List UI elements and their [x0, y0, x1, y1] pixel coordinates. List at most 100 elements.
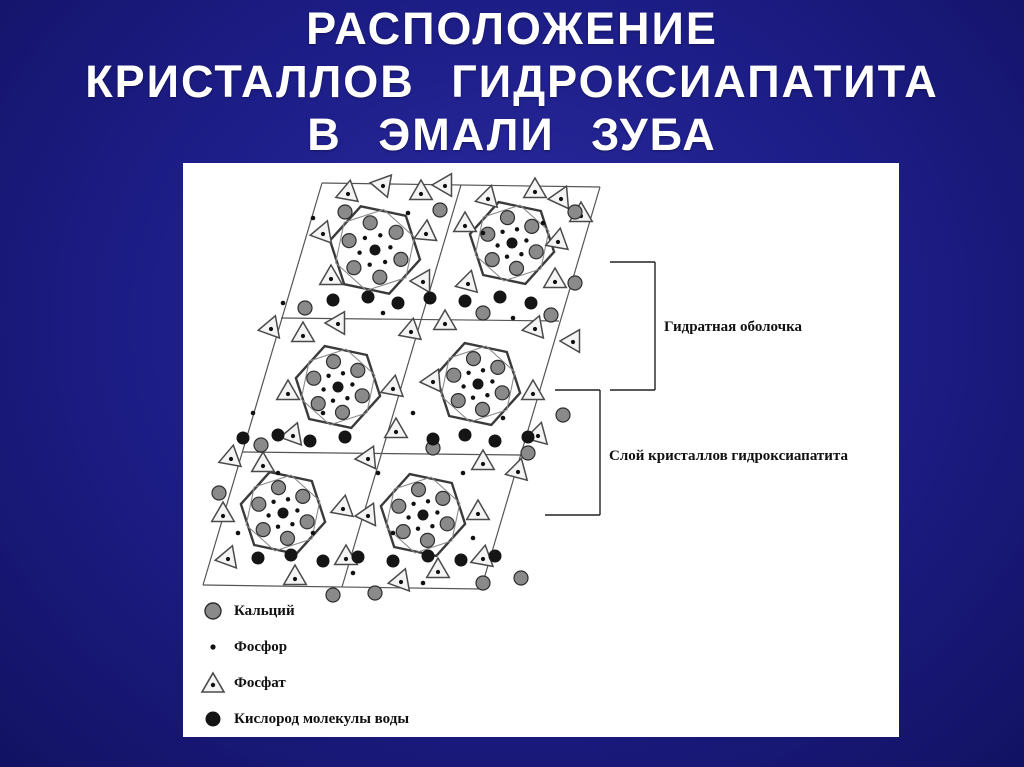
phosphorus-dot [330, 398, 336, 403]
calcium-circle [567, 204, 583, 220]
phosphate-triangle [217, 443, 243, 468]
phosphorus-dot [250, 410, 256, 416]
calcium-circle [295, 488, 311, 504]
calcium-circle [325, 587, 341, 603]
phosphate-triangle [334, 178, 360, 203]
lattice-line [280, 317, 560, 322]
phosphate-dot [442, 183, 448, 189]
phosphorus-dot [285, 497, 291, 502]
phosphate-dot [320, 231, 326, 237]
calcium-circle [255, 522, 271, 538]
calcium-circle [279, 530, 296, 546]
phosphorus-dot [310, 530, 316, 536]
phosphate-dot [423, 231, 429, 237]
calcium-circle [354, 388, 370, 404]
phosphorus-dot [320, 410, 326, 416]
phosphorus-dot [340, 371, 346, 376]
calcium-circle [446, 367, 462, 383]
phosphate-triangle [453, 268, 479, 294]
phosphorus-dot [495, 243, 500, 248]
legend-label-calcium: Кальций [234, 602, 295, 619]
phosphorus-dot [485, 393, 490, 398]
phosphate-triangle [542, 266, 568, 289]
calcium-circle [346, 260, 362, 276]
phosphorus-dot [350, 570, 356, 576]
phosphate-triangle [250, 450, 276, 473]
hexagon-inner-outline [440, 345, 516, 423]
oxygen-circle [506, 237, 518, 249]
phosphate-dot [480, 461, 486, 467]
legend-item-phosphate: Фосфат [199, 665, 409, 701]
legend-label-oxygen: Кислород молекулы воды [234, 710, 410, 727]
calcium-circle [310, 396, 326, 412]
phosphorus-dot [388, 245, 393, 250]
calcium-circle [567, 275, 583, 291]
calcium-circle [211, 485, 227, 501]
calcium-circle [362, 215, 378, 231]
phosphate-dot [558, 196, 564, 202]
phosphate-dot [365, 456, 371, 462]
calcium-circle [484, 251, 500, 268]
phosphate-triangle [430, 172, 453, 198]
phosphorus-dot [410, 410, 416, 416]
phosphate-dot [225, 556, 231, 562]
oxygen-circle [521, 430, 535, 444]
calcium-circle [508, 260, 525, 277]
calcium-circle [465, 351, 482, 367]
calcium-circle [367, 585, 383, 601]
oxygen-circle [493, 290, 507, 304]
phosphorus-dot [275, 524, 281, 529]
oxygen-circle [472, 378, 484, 390]
phosphate-dot [345, 191, 351, 197]
phosphate-triangle [383, 416, 409, 439]
phosphate-triangle [470, 448, 496, 471]
calcium-circle [325, 354, 342, 370]
crystal-structure-diagram: Гидратная оболочка Слой кристаллов гидро… [202, 172, 848, 603]
generated-shapes [202, 172, 656, 603]
phosphorus-dot [405, 210, 411, 216]
oxygen-circle [303, 434, 317, 448]
oxygen-circle [524, 296, 538, 310]
phosphorus-dot [490, 379, 495, 384]
annotation-hydrate-shell: Гидратная оболочка [664, 319, 803, 335]
phosphate-dot [228, 456, 234, 462]
phosphorus-dot [415, 526, 421, 531]
oxygen-circle [277, 507, 289, 519]
phosphate-dot [393, 429, 399, 435]
calcium-circle [435, 490, 451, 506]
phosphorus-dot [540, 220, 546, 226]
phosphorus-dot [470, 535, 476, 541]
phosphate-dot [480, 556, 486, 562]
calcium-circle [480, 226, 496, 242]
phosphate-dot [555, 239, 561, 245]
phosphate-triangle [282, 563, 308, 586]
phosphate-triangle [418, 367, 442, 393]
hexagon-outline [294, 344, 382, 430]
phosphorus-dot [390, 530, 396, 536]
phosphate-triangle [473, 183, 499, 209]
oxygen-circle [284, 548, 298, 562]
calcium-circle [490, 359, 506, 375]
hexagon-inner-outline [385, 476, 461, 554]
phosphate-dot [420, 279, 426, 285]
phosphate-triangle [558, 328, 581, 354]
calcium-circle [475, 575, 491, 591]
phosphorus-dot [425, 499, 431, 504]
title-line-2: КРИСТАЛЛОВ ГИДРОКСИАПАТИТА [85, 56, 939, 107]
calcium-circle [494, 385, 510, 401]
calcium-circle [372, 269, 388, 285]
phosphate-triangle [544, 226, 570, 251]
phosphorus-dot [519, 252, 524, 257]
phosphate-marker-icon [200, 671, 226, 693]
phosphate-dot [290, 433, 296, 439]
calcium-circle [341, 232, 357, 249]
oxygen-circle [351, 550, 365, 564]
oxygen-circle [391, 296, 405, 310]
phosphorus-dot [310, 215, 316, 221]
hexagon-inner-outline [474, 204, 550, 282]
phosphate-triangle [452, 210, 478, 233]
phosphorus-dot [321, 387, 326, 392]
oxygen-circle [236, 431, 250, 445]
phosphorus-dot [504, 254, 510, 259]
phosphate-triangle [213, 544, 238, 570]
